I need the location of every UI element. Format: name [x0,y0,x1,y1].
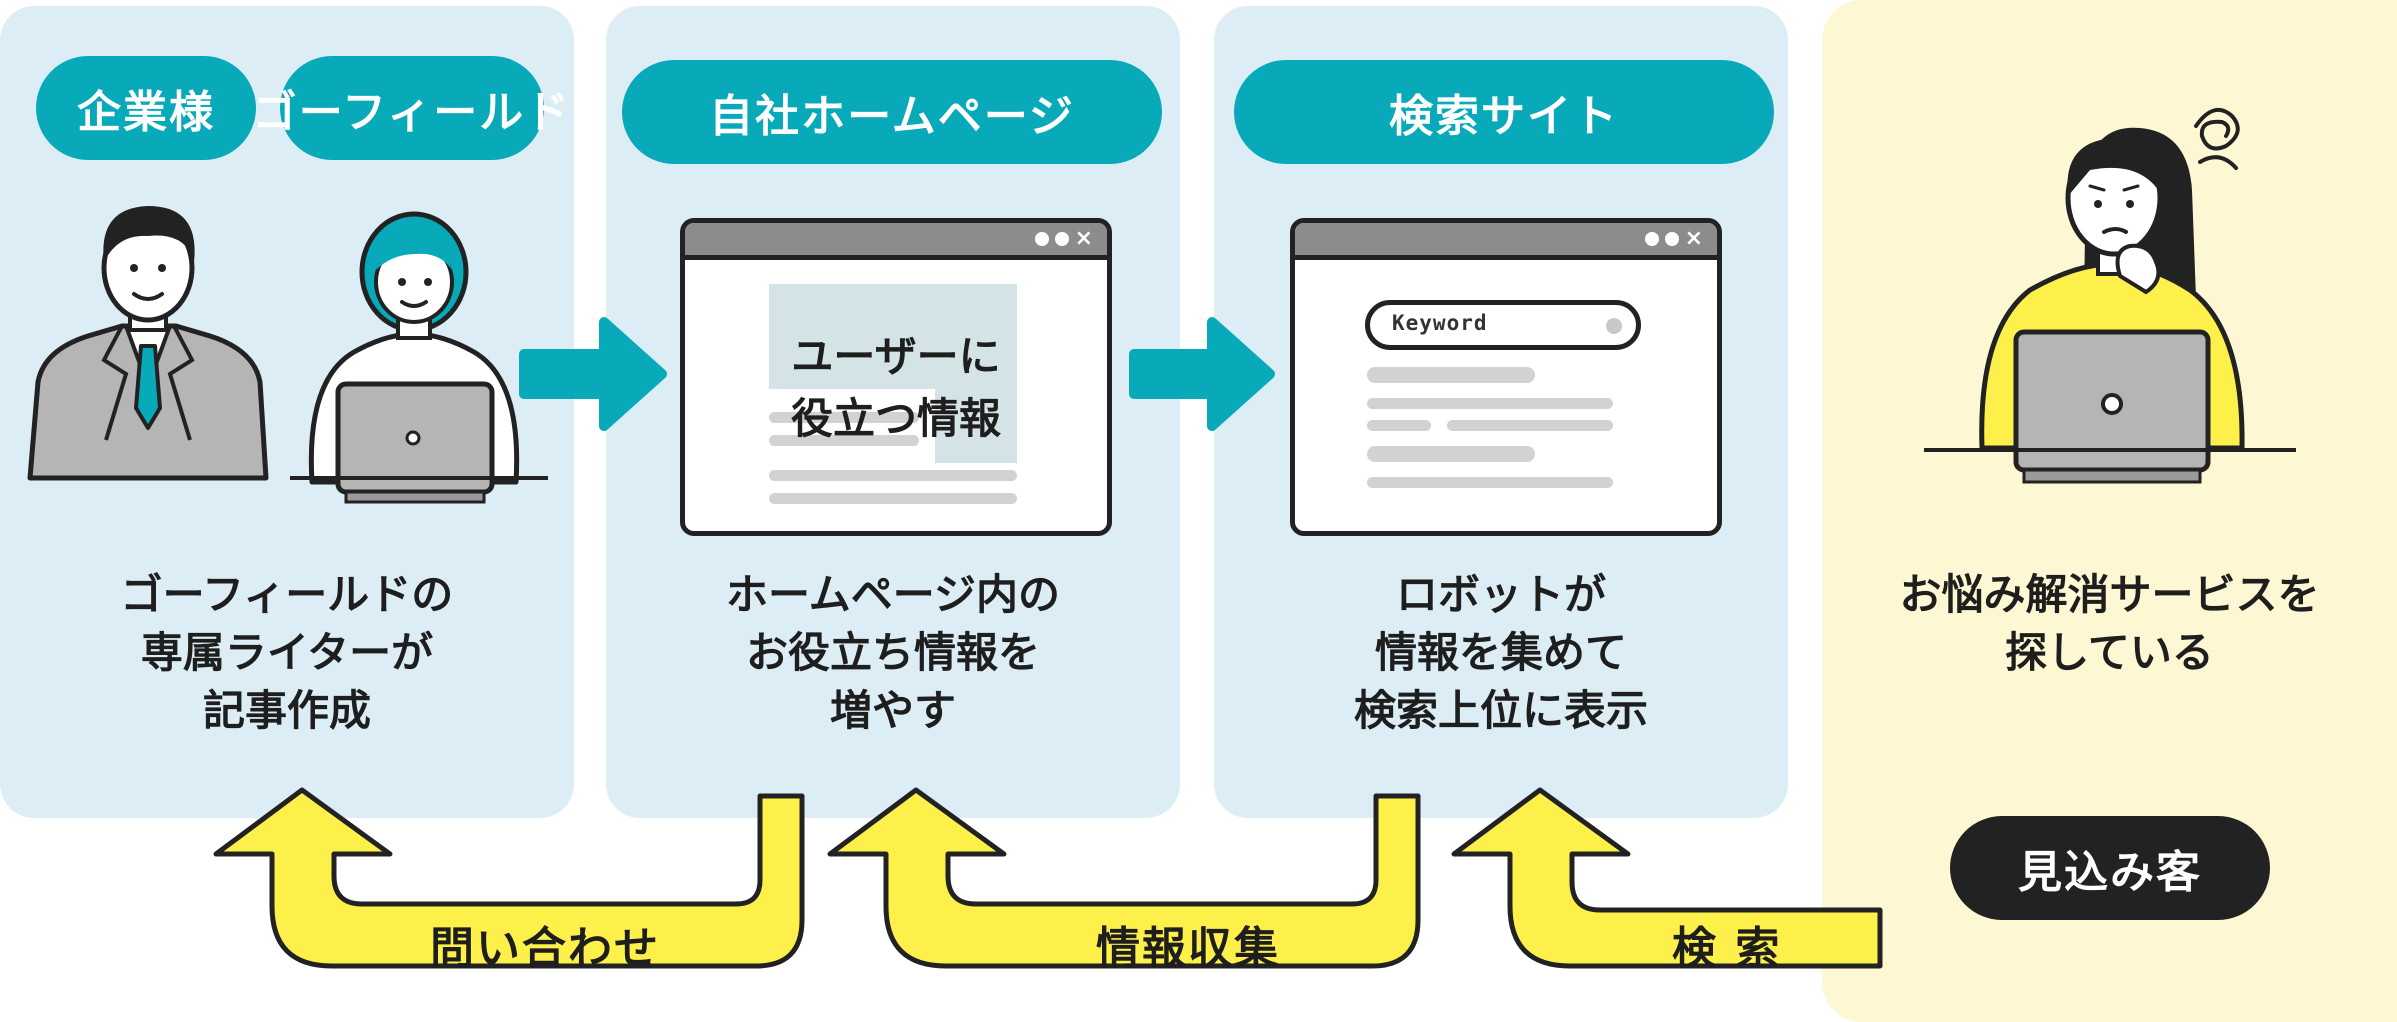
text-line [769,493,1017,504]
label-inquiry: 問い合わせ [430,923,660,974]
result-line [1367,420,1431,431]
browser-title-bar: × [1295,223,1717,260]
caption-homepage: ホームページ内の お役立ち情報を 増やす [606,566,1180,740]
caption-search: ロボットが 情報を集めて 検索上位に表示 [1214,566,1788,740]
prospect-badge: 見込み客 [1950,816,2270,920]
result-line [1367,367,1535,383]
caption-line: 専属ライターが [140,628,434,677]
window-controls-icon: × [1644,226,1703,251]
content-image-block [769,284,1017,389]
result-line [1367,398,1613,409]
caption-line: お悩み解消サービスを [1899,570,2320,619]
label-company: 企業様 [36,56,256,160]
label-gofield: ゴーフィールド [253,56,569,160]
useful-info-line: ユーザーに [791,332,1001,381]
label-search-site: 検索サイト [1234,60,1774,164]
caption-writer: ゴーフィールドの 専属ライターが 記事作成 [0,566,574,740]
result-line [1447,420,1613,431]
useful-info-text: ユーザーに 役立つ情報 [767,326,1025,450]
text-line [769,470,1017,481]
search-browser-window: × Keyword [1290,218,1722,536]
search-placeholder: Keyword [1392,311,1488,335]
result-line [1367,477,1613,488]
label-search: 検 索 [1672,923,1782,974]
caption-line: 探している [2005,628,2214,677]
caption-line: 記事作成 [202,686,371,735]
caption-line: お役立ち情報を [745,628,1040,677]
caption-line: 検索上位に表示 [1353,686,1648,735]
close-icon: × [1684,226,1703,251]
caption-line: ホームページ内の [726,570,1060,619]
label-homepage: 自社ホームページ [622,60,1162,164]
caption-customer: お悩み解消サービスを 探している [1822,566,2397,682]
homepage-browser-window: × ユーザーに 役立つ情報 [680,218,1112,536]
caption-line: 情報を集めて [1374,628,1627,677]
browser-title-bar: × [685,223,1107,260]
caption-line: ロボットが [1395,570,1606,619]
text-line [769,435,919,446]
close-icon: × [1074,226,1093,251]
useful-info-line: 役立つ情報 [790,394,1001,443]
search-icon [1606,318,1622,334]
result-line [1367,446,1535,462]
caption-line: 増やす [829,686,956,735]
content-image-block [935,389,1017,463]
caption-line: ゴーフィールドの [120,570,454,619]
label-info-collect: 情報収集 [1096,923,1280,974]
window-controls-icon: × [1034,226,1093,251]
search-input: Keyword [1365,300,1641,350]
text-line [769,412,919,423]
